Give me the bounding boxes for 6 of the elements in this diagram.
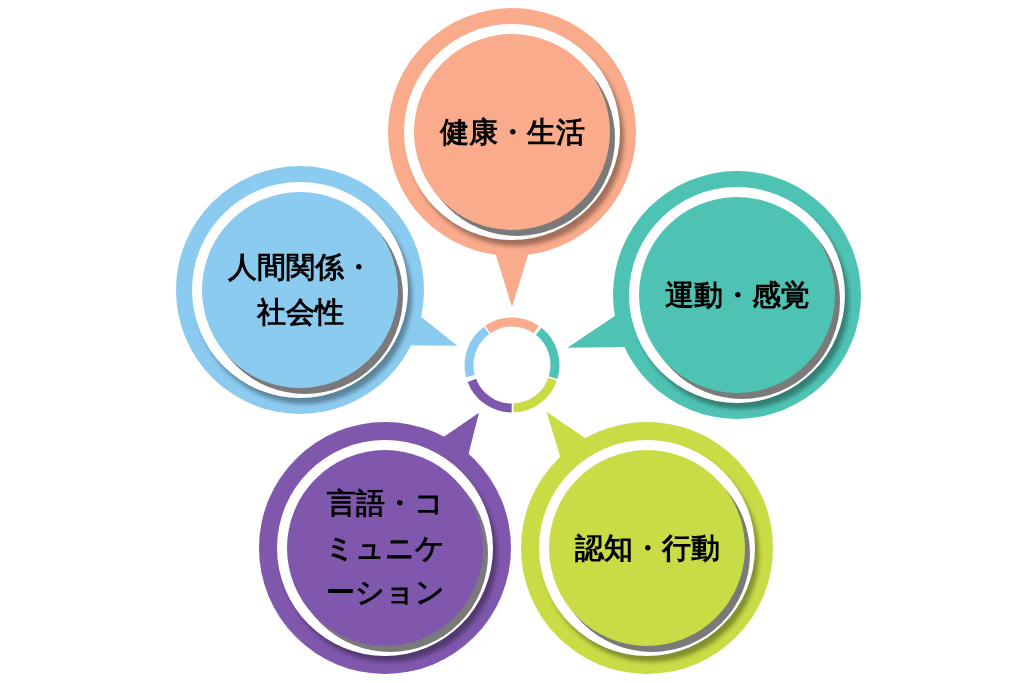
bubble-label: 運動・感覚 [664,276,810,314]
bubble-label: 健康・生活 [439,113,585,151]
segmented-ring [464,317,560,413]
bubble-label: 人間関係・社会性 [227,249,373,331]
bubble-label: 認知・行動 [574,529,720,567]
bubble-label: 言語・コミュニケーション [324,484,446,612]
